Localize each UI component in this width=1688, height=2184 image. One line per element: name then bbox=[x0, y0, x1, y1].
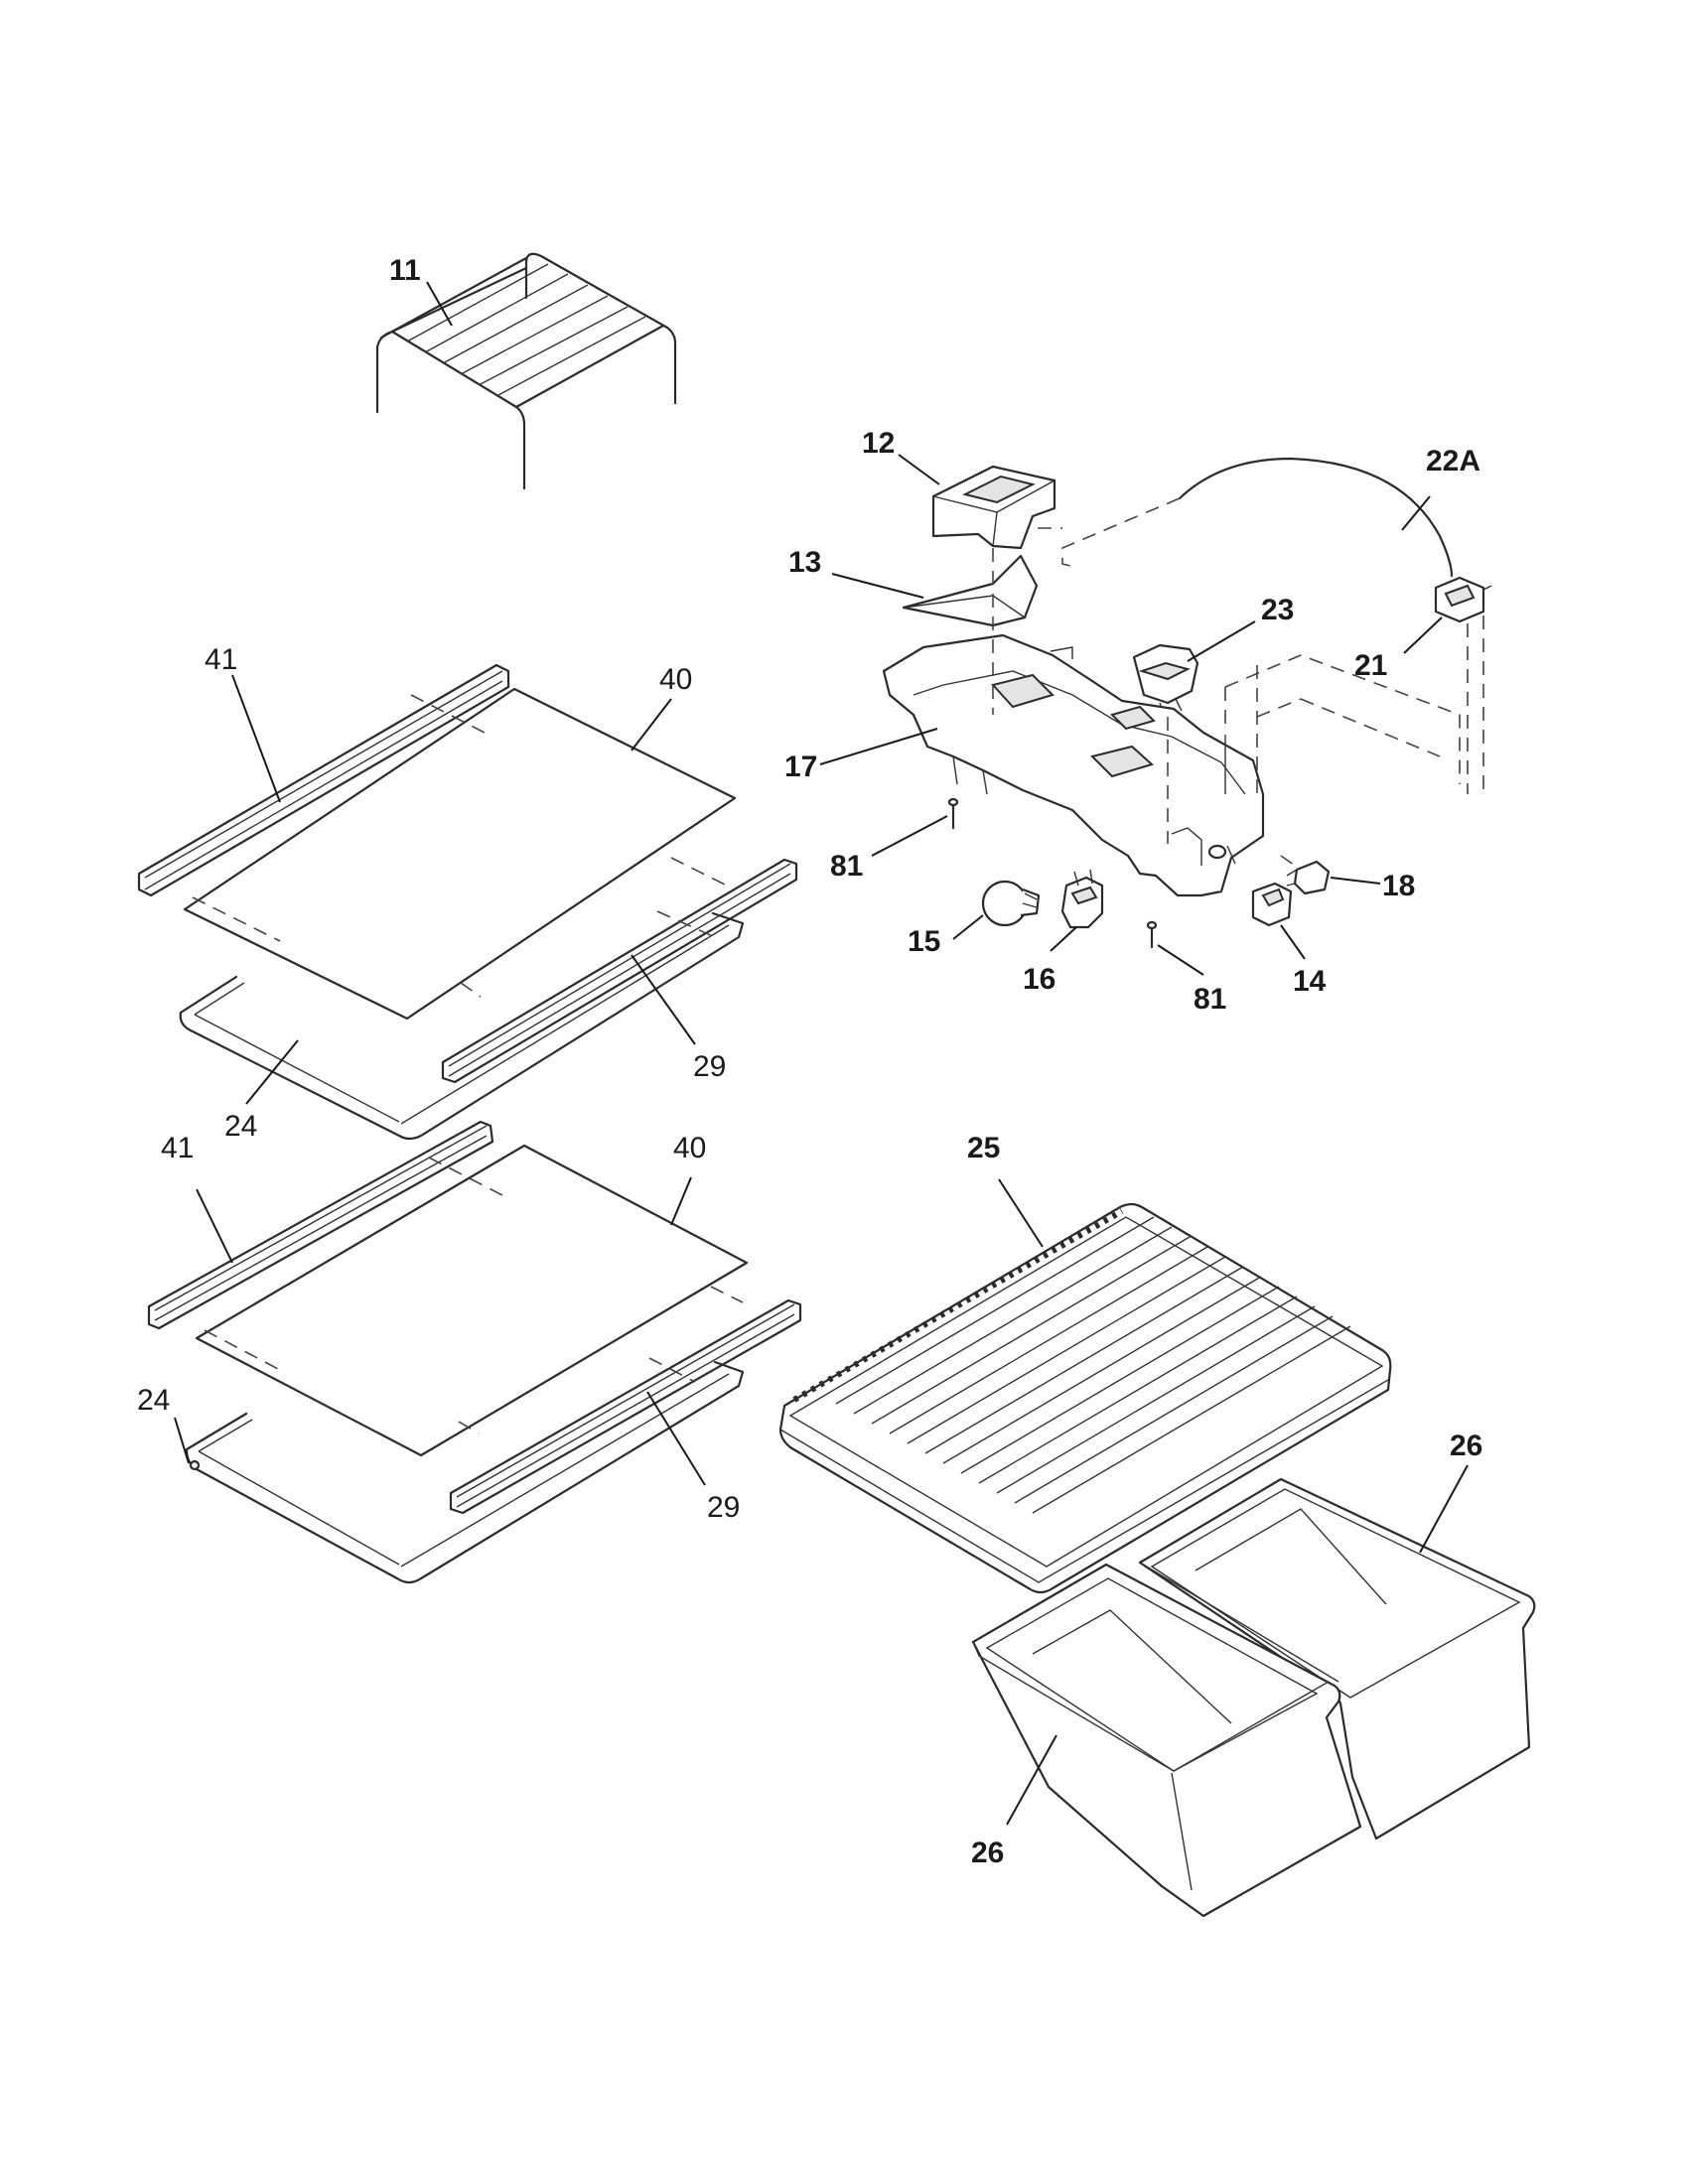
label-part-81-right: 81 bbox=[1194, 983, 1226, 1016]
callout-labels: 11 12 13 22A 23 21 17 81 15 16 81 18 14 … bbox=[137, 254, 1482, 1869]
label-part-81-left: 81 bbox=[830, 850, 863, 883]
label-part-29-lower: 29 bbox=[707, 1491, 740, 1524]
label-part-21: 21 bbox=[1354, 649, 1387, 682]
control-switch-part bbox=[1132, 643, 1199, 716]
lower-shelf-assembly bbox=[147, 1120, 802, 1584]
door-switch-part bbox=[1251, 882, 1293, 927]
label-part-13: 13 bbox=[788, 546, 821, 579]
wire-harness-part bbox=[1038, 457, 1454, 578]
light-bulb-part bbox=[981, 880, 1041, 927]
label-part-25: 25 bbox=[967, 1132, 1000, 1164]
label-part-16: 16 bbox=[1023, 963, 1055, 996]
label-part-40-upper: 40 bbox=[659, 663, 692, 696]
wire-rack-part bbox=[375, 252, 677, 490]
crisper-drawer-left-part bbox=[971, 1563, 1362, 1918]
label-part-14: 14 bbox=[1293, 965, 1327, 998]
label-part-23: 23 bbox=[1261, 594, 1294, 626]
label-part-40-lower: 40 bbox=[673, 1132, 706, 1164]
screw-part-left bbox=[947, 797, 959, 830]
label-part-11: 11 bbox=[389, 254, 421, 287]
label-part-17: 17 bbox=[784, 751, 817, 783]
light-socket-part bbox=[1060, 869, 1104, 929]
crisper-cover-ribs bbox=[835, 1216, 1351, 1514]
label-part-29-upper: 29 bbox=[693, 1050, 726, 1083]
label-part-18: 18 bbox=[1382, 870, 1415, 902]
knob-part bbox=[1286, 860, 1331, 895]
label-part-26-left: 26 bbox=[971, 1837, 1004, 1869]
assembly-guide-lines bbox=[992, 548, 1484, 871]
label-part-41-upper: 41 bbox=[205, 643, 237, 676]
connector-part bbox=[1434, 576, 1492, 623]
label-part-15: 15 bbox=[908, 925, 940, 958]
label-part-26-right: 26 bbox=[1450, 1430, 1482, 1462]
upper-shelf-assembly bbox=[137, 663, 798, 1141]
crisper-cover-part bbox=[778, 1202, 1392, 1594]
light-shield-part bbox=[931, 465, 1056, 550]
label-part-41-lower: 41 bbox=[161, 1132, 194, 1164]
lens-part bbox=[902, 554, 1039, 627]
label-part-12: 12 bbox=[862, 427, 895, 460]
label-part-24-upper: 24 bbox=[224, 1110, 257, 1143]
label-part-22a: 22A bbox=[1426, 445, 1480, 478]
light-housing-part bbox=[882, 633, 1265, 897]
screw-part-right bbox=[1146, 920, 1158, 949]
label-part-24-lower: 24 bbox=[137, 1384, 170, 1417]
